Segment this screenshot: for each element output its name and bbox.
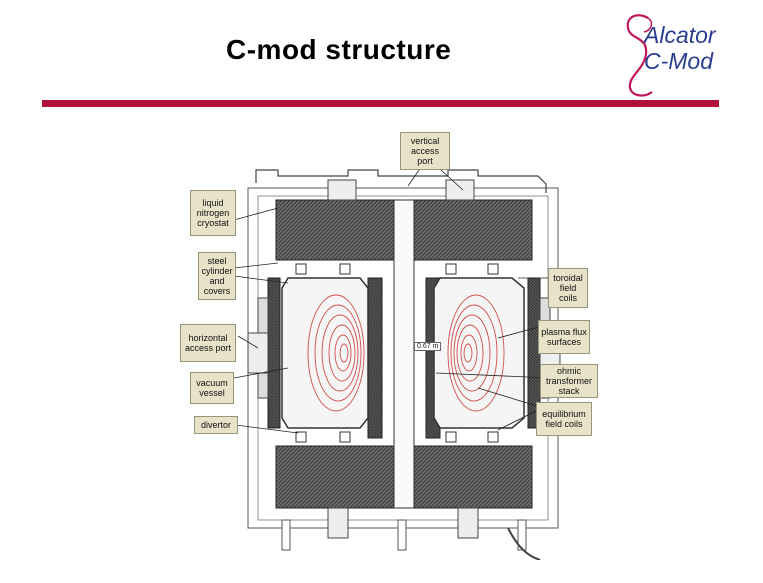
alcator-cmod-logo: Alcator C-Mod [618,10,728,100]
label-steel-cylinder: steel cylinder and covers [198,252,236,300]
cmod-cross-section-diagram: vertical access port liquid nitrogen cry… [178,128,598,561]
logo-line-2: C-Mod [644,48,714,74]
tokamak-drawing [227,159,561,561]
logo-line-1: Alcator [644,22,716,48]
title-divider [42,100,719,107]
logo-swoosh-icon [626,14,653,97]
label-horizontal-access-port: horizontal access port [180,324,236,362]
label-ohmic-transformer-stack: ohmic transformer stack [540,364,598,398]
dimension-label: 0.67 m [414,342,442,351]
label-equilibrium-field-coils: equilibrium field coils [536,402,592,436]
slide-title: C-mod structure [226,34,452,65]
label-divertor: divertor [194,416,238,434]
label-toroidal-field-coils: toroidal field coils [548,268,588,308]
label-liquid-nitrogen-cryostat: liquid nitrogen cryostat [190,190,236,236]
label-vertical-access-port: vertical access port [400,132,450,170]
label-plasma-flux-surfaces: plasma flux surfaces [538,320,590,354]
label-vacuum-vessel: vacuum vessel [190,372,234,404]
